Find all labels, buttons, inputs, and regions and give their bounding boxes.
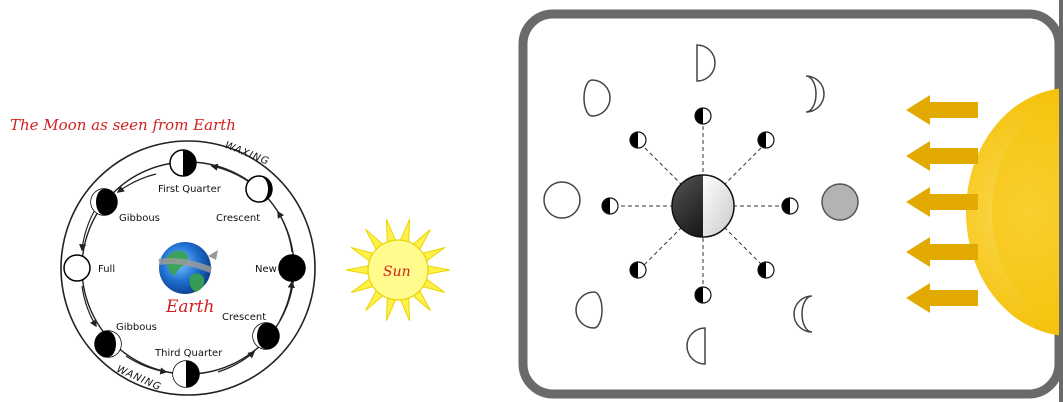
label-gibbous-waning: Gibbous bbox=[116, 322, 157, 333]
sun-ray bbox=[346, 266, 368, 274]
arrow-segment bbox=[280, 282, 292, 320]
sun-ray bbox=[386, 219, 395, 242]
orbit-moon bbox=[782, 198, 798, 214]
left-diagram: The Moon as seen from Earth WAXING WANIN… bbox=[10, 116, 450, 395]
left-title: The Moon as seen from Earth bbox=[10, 116, 236, 134]
frame-right-edge bbox=[1059, 0, 1063, 402]
central-moon bbox=[672, 175, 734, 237]
label-first-quarter: First Quarter bbox=[158, 184, 222, 195]
label-new: New bbox=[255, 264, 277, 275]
moon-third-quarter bbox=[173, 361, 199, 387]
orbit-moon bbox=[695, 108, 711, 124]
earth-label: Earth bbox=[165, 297, 214, 317]
phase-full-shape bbox=[544, 182, 580, 218]
sun-ray bbox=[386, 298, 395, 321]
waxing-label: WAXING bbox=[223, 140, 271, 168]
label-full: Full bbox=[98, 264, 115, 275]
moon-crescent-waning bbox=[253, 323, 279, 349]
phase-new-shape bbox=[822, 184, 858, 220]
orbit-moon bbox=[758, 132, 774, 148]
orbit-moon bbox=[758, 262, 774, 278]
moon-first-quarter bbox=[170, 150, 196, 176]
orbit-moon bbox=[695, 287, 711, 303]
moon-gibbous-waxing bbox=[91, 189, 117, 215]
sun-label: Sun bbox=[383, 264, 411, 280]
orbit-moon bbox=[602, 198, 618, 214]
moon-gibbous-waning bbox=[95, 331, 121, 357]
moon-crescent-waxing bbox=[246, 176, 272, 202]
sun-ray bbox=[428, 266, 450, 274]
sun-ray bbox=[401, 298, 410, 321]
label-crescent-waning: Crescent bbox=[222, 312, 266, 323]
label-crescent-waxing: Crescent bbox=[216, 213, 260, 224]
label-gibbous-waxing: Gibbous bbox=[119, 213, 160, 224]
orbit-moon bbox=[630, 262, 646, 278]
sun-ray bbox=[401, 219, 410, 242]
earth-globe bbox=[159, 242, 218, 294]
orbit-moon bbox=[630, 132, 646, 148]
moon-full bbox=[64, 255, 90, 281]
right-diagram bbox=[523, 0, 1063, 402]
moon-new bbox=[279, 255, 305, 281]
arrow-segment bbox=[278, 212, 292, 252]
label-third-quarter: Third Quarter bbox=[154, 348, 223, 359]
arrow-segment bbox=[212, 166, 252, 184]
